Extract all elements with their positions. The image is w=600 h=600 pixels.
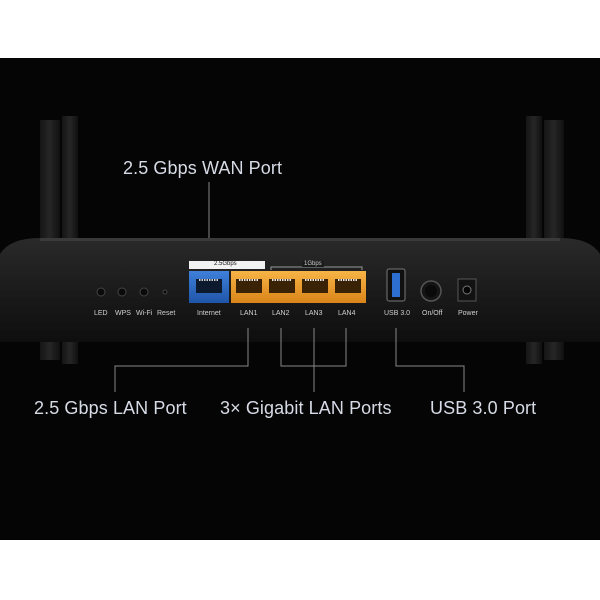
lan2-label: LAN2	[272, 310, 290, 317]
wps-button	[117, 287, 127, 297]
callout-usb-label: USB 3.0 Port	[430, 398, 537, 418]
callout-gigabit-label: 3× Gigabit LAN Ports	[220, 398, 392, 418]
wps-label: WPS	[115, 310, 131, 317]
wan-port-jack	[196, 279, 222, 293]
led-label: LED	[94, 310, 108, 317]
led-hole	[96, 287, 106, 297]
reset-label: Reset	[157, 310, 176, 317]
router-illustration	[0, 116, 600, 392]
speed-25-strip	[189, 261, 265, 269]
callout-line-gigabit	[280, 328, 347, 392]
callout-line-lan25	[114, 328, 249, 392]
wifi-label: Wi-Fi	[136, 310, 153, 317]
onoff-label: On/Off	[422, 310, 443, 317]
lan1-label: LAN1	[240, 310, 258, 317]
speed-1-bracket	[270, 266, 363, 270]
reset-hole	[162, 289, 168, 295]
lan3-label: LAN3	[305, 310, 323, 317]
internet-label: Internet	[197, 310, 221, 317]
power-jack-hole	[462, 285, 472, 295]
usb-port-insert	[392, 273, 400, 297]
router-top-edge	[40, 238, 560, 241]
product-photo: 2.5 Gbps WAN Port 2.5 Gbps LAN Port 3× G…	[0, 58, 600, 540]
usb30-label: USB 3.0	[384, 310, 411, 317]
callout-line-usb	[395, 328, 465, 392]
callout-wan-label: 2.5 Gbps WAN Port	[123, 158, 283, 178]
power-label: Power	[458, 310, 478, 317]
speed-25-label: 2.5Gbps	[214, 261, 237, 267]
lan4-label: LAN4	[338, 310, 356, 317]
speed-1-label: 1Gbps	[302, 261, 324, 267]
wifi-button	[139, 287, 149, 297]
lan-jacks	[236, 279, 361, 293]
callout-lan25-label: 2.5 Gbps LAN Port	[34, 398, 187, 418]
power-button-inner	[425, 285, 437, 297]
